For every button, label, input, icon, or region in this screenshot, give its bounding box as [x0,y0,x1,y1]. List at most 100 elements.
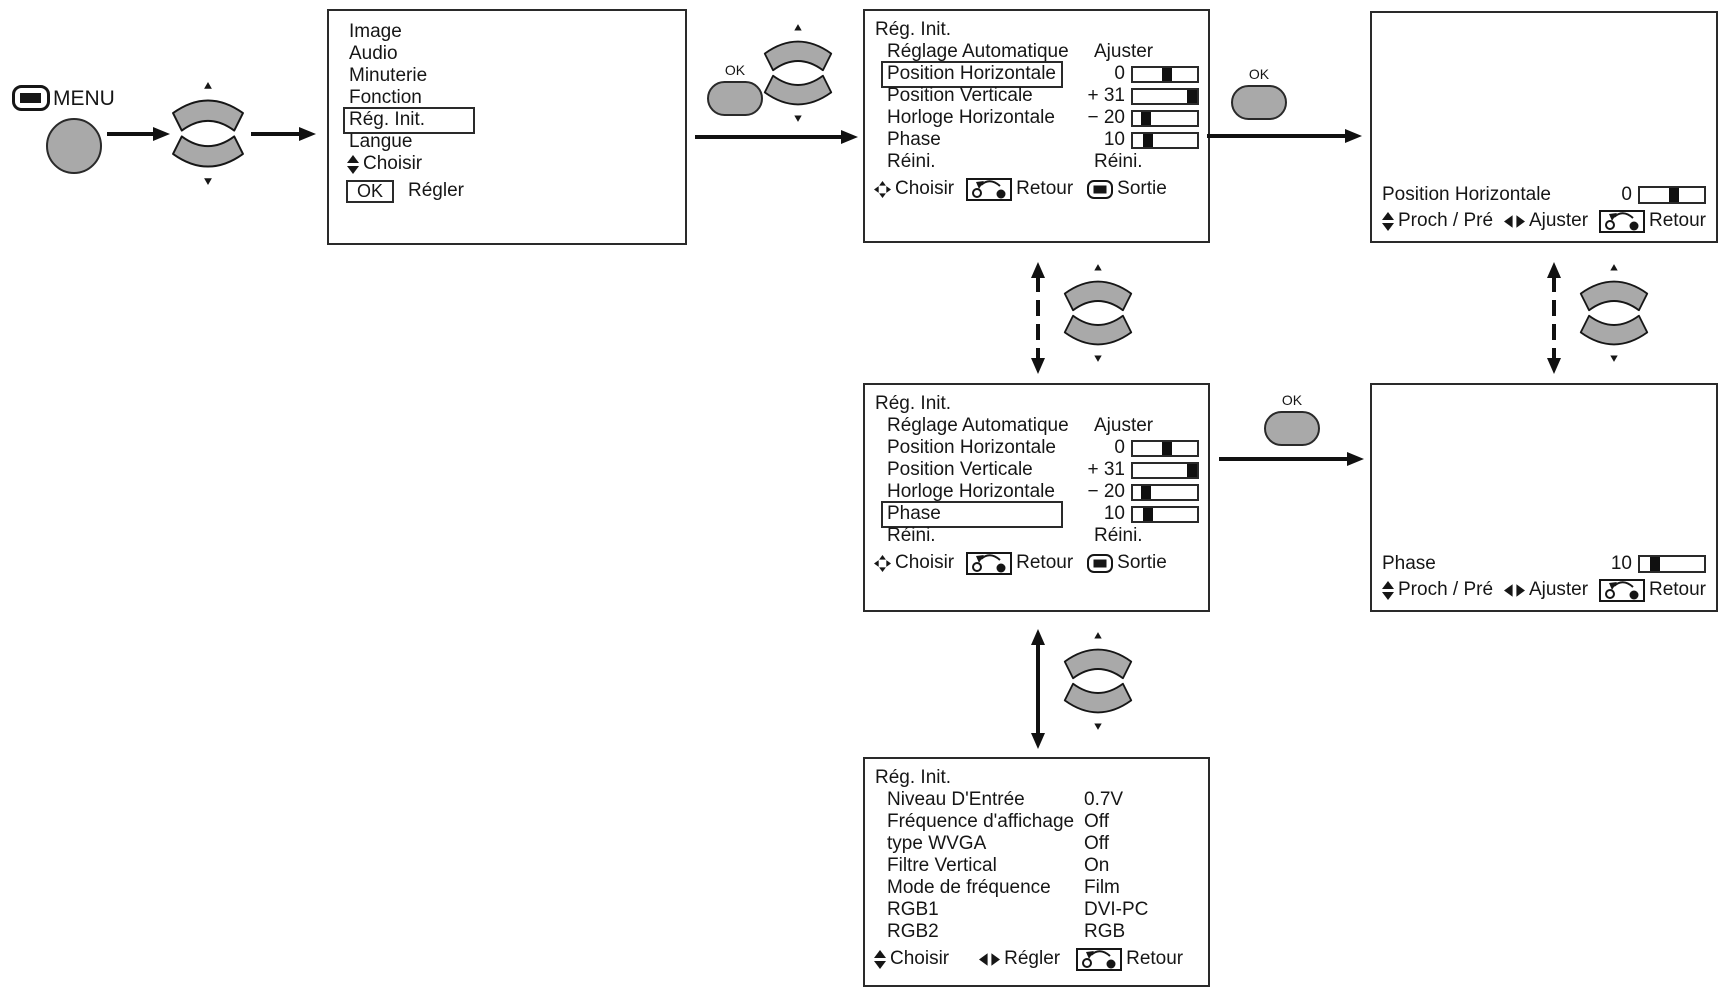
row-value: Ajuster [1094,41,1154,62]
menu-title: Rég. Init. [875,767,952,788]
menu-button-icon [1087,553,1114,573]
adjust-value: 10 [1610,553,1632,574]
proch-pre-hint: Proch / Pré [1382,579,1493,601]
row-value: RGB [1084,921,1126,942]
channel-up-down-rocker-button[interactable] [1062,264,1134,362]
flow-arrow-right-icon [107,127,170,141]
phase-slider[interactable] [1638,555,1706,573]
menu-row-horloge-horizontale[interactable]: Horloge Horizontale − 20 [865,107,1208,129]
menu-row-position-verticale[interactable]: Position Verticale + 31 [865,85,1208,107]
main-menu-screen: Image Audio Minuterie Fonction Rég. Init… [327,9,687,245]
menu-row-rgb1[interactable]: RGB1 DVI-PC [865,899,1208,921]
ok-button[interactable] [707,81,763,116]
position-verticale-slider[interactable] [1131,461,1199,479]
channel-up-down-rocker-button[interactable] [1578,264,1650,362]
ok-button[interactable] [1264,411,1320,446]
channel-up-down-rocker-button[interactable] [170,82,246,185]
flow-arrow-right-icon [251,127,316,141]
menu-row-mode-de-frequence[interactable]: Mode de fréquence Film [865,877,1208,899]
menu-title: Rég. Init. [875,19,952,40]
menu-title: Rég. Init. [875,393,952,414]
up-down-icon [874,949,886,969]
menu-row-position-horizontale[interactable]: Position Horizontale 0 [865,437,1208,459]
menu-row-position-verticale[interactable]: Position Verticale + 31 [865,459,1208,481]
left-right-icon [1503,583,1525,597]
up-down-icon [347,154,359,174]
adjust-footer: Proch / Pré Ajuster Retour [1382,577,1706,603]
menu-row-frequence-affichage[interactable]: Fréquence d'affichage Off [865,811,1208,833]
adjust-label: Phase [1382,553,1436,574]
menu-footer: Choisir Retour Sortie [865,177,1208,201]
menu-row-reglage-automatique[interactable]: Réglage Automatique Ajuster [865,41,1208,63]
reg-init-menu-screen-1: Rég. Init. Réglage Automatique Ajuster P… [863,9,1210,243]
position-horizontale-adjust-screen: Position Horizontale 0 Proch / Pré Ajust… [1370,11,1718,243]
row-value: − 20 [1087,107,1125,128]
menu-item-reg-init-selected[interactable]: Rég. Init. [329,106,685,134]
phase-slider[interactable] [1131,131,1199,149]
retour-hint: Retour [966,177,1073,201]
menu-row-position-horizontale[interactable]: Position Horizontale 0 [865,60,1208,88]
ok-button-group: OK [1264,392,1320,446]
ok-key-icon: OK [346,179,394,203]
sortie-hint: Sortie [1087,552,1167,574]
menu-row-rgb2[interactable]: RGB2 RGB [865,921,1208,943]
menu-row-reini[interactable]: Réini. Réini. [865,151,1208,173]
flow-arrow-right-icon [1207,129,1362,143]
menu-item-langue[interactable]: Langue [349,131,413,152]
proch-pre-hint: Proch / Pré [1382,210,1493,232]
menu-button-label: MENU [53,87,115,110]
adjust-value: 0 [1621,184,1632,205]
return-dial-icon [966,177,1013,201]
reg-init-menu-screen-2: Rég. Init. Réglage Automatique Ajuster P… [863,383,1210,612]
menu-button[interactable] [46,118,102,174]
row-value: 0 [1114,63,1125,84]
ok-button[interactable] [1231,85,1287,120]
menu-row-niveau-dentree[interactable]: Niveau D'Entrée 0.7V [865,789,1208,811]
return-dial-icon [1598,578,1645,602]
ok-button-label: OK [1248,66,1270,82]
row-value: 0 [1114,437,1125,458]
channel-up-down-rocker-button[interactable] [762,24,834,122]
horloge-horizontale-slider[interactable] [1131,109,1199,127]
row-value: + 31 [1087,459,1125,480]
menu-row-horloge-horizontale[interactable]: Horloge Horizontale − 20 [865,481,1208,503]
ajuster-hint: Ajuster [1503,210,1588,232]
row-value: On [1084,855,1110,876]
menu-row-phase-selected[interactable]: Phase 10 [865,500,1208,528]
phase-slider[interactable] [1131,505,1199,523]
position-horizontale-slider[interactable] [1131,65,1199,83]
return-dial-icon [1076,947,1123,971]
ok-button-group: OK [1231,66,1287,120]
menu-button-icon [1087,179,1114,199]
choisir-hint: Choisir [874,552,954,574]
position-horizontale-slider[interactable] [1131,439,1199,457]
retour-hint: Retour [1598,209,1706,233]
ok-button-label: OK [724,62,746,78]
menu-row-reglage-automatique[interactable]: Réglage Automatique Ajuster [865,415,1208,437]
choisir-hint: Choisir [874,178,954,200]
menu-row-type-wvga[interactable]: type WVGA Off [865,833,1208,855]
menu-footer: Choisir Régler Retour [865,947,1208,971]
row-value: 10 [1103,503,1125,524]
choisir-hint: Choisir [329,153,685,175]
position-horizontale-slider[interactable] [1638,186,1706,204]
menu-row-phase[interactable]: Phase 10 [865,129,1208,151]
adjust-row: Phase 10 [1382,551,1706,577]
ajuster-hint: Ajuster [1503,579,1588,601]
menu-item-image[interactable]: Image [349,21,402,42]
horloge-horizontale-slider[interactable] [1131,483,1199,501]
menu-item-minuterie[interactable]: Minuterie [349,65,428,86]
position-verticale-slider[interactable] [1131,87,1199,105]
menu-row-filtre-vertical[interactable]: Filtre Vertical On [865,855,1208,877]
row-value: Ajuster [1094,415,1154,436]
menu-item-fonction[interactable]: Fonction [349,87,422,108]
channel-up-down-rocker-button[interactable] [1062,632,1134,730]
flow-arrow-vertical-icon [1031,629,1045,749]
menu-item-audio[interactable]: Audio [349,43,398,64]
row-value: + 31 [1087,85,1125,106]
flow-arrow-right-icon [1219,452,1364,466]
row-value: 0.7V [1084,789,1124,810]
menu-row-reini[interactable]: Réini. Réini. [865,525,1208,547]
row-value: Off [1084,833,1109,854]
row-value: Off [1084,811,1109,832]
